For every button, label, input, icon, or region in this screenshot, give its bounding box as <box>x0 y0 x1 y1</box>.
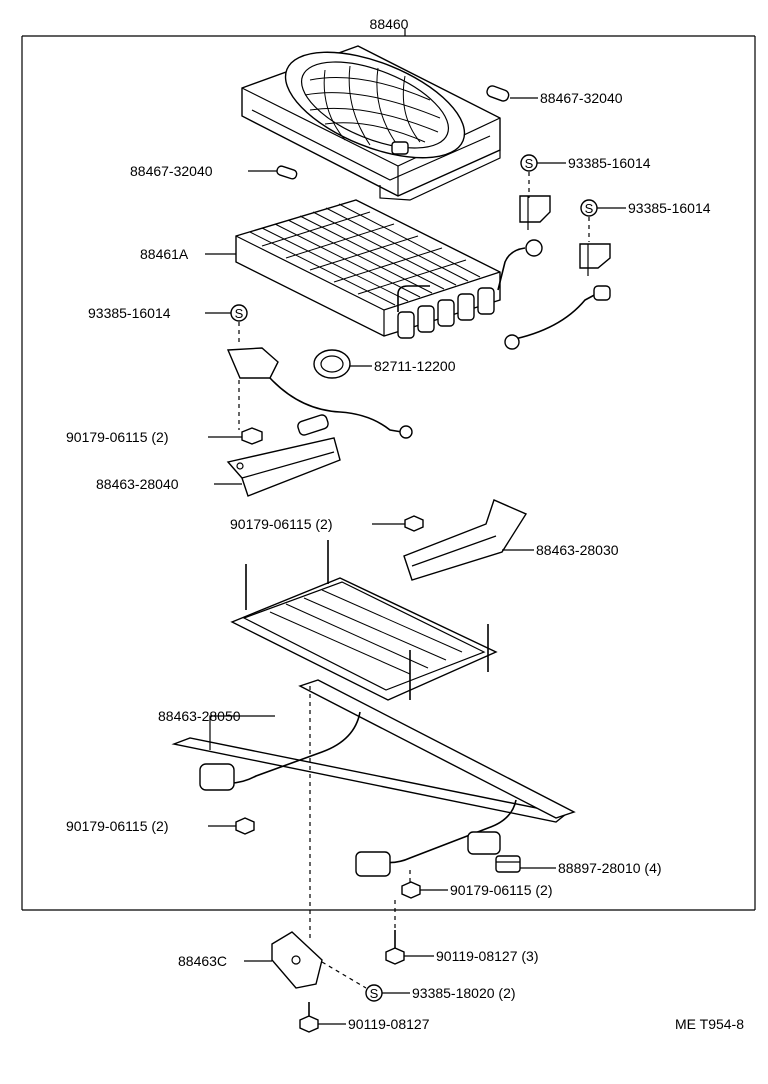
label-9: 88463-28040 <box>96 476 179 492</box>
nut-icon-3 <box>235 817 255 835</box>
label-19: 90119-08127 <box>348 1016 430 1032</box>
nut-icon-4 <box>401 881 421 899</box>
bracket-88463c <box>271 931 323 989</box>
diagram-code: ME T954-8 <box>675 1016 744 1032</box>
svg-text:S: S <box>585 201 594 216</box>
label-12: 88463-28050 <box>158 708 241 724</box>
thermistor-clip-far <box>579 243 611 276</box>
hose-clamp <box>313 349 351 379</box>
fan-grille-icon <box>304 65 441 147</box>
label-5: 88461A <box>140 246 189 262</box>
s-marker-icon-4: S <box>365 984 383 1002</box>
drain-pan <box>230 540 498 701</box>
bracket-left <box>226 437 341 497</box>
evaporator-core <box>235 199 543 339</box>
nut-icon-1 <box>241 427 263 445</box>
label-14: 88897-28010 (4) <box>558 860 662 876</box>
label-13: 90179-06115 (2) <box>66 818 168 834</box>
label-3: 93385-16014 <box>568 155 651 171</box>
nut-icon-2 <box>404 515 424 532</box>
fan-housing <box>241 45 501 201</box>
mounting-frame <box>171 679 576 877</box>
thermistor-clip-right <box>519 195 551 230</box>
svg-text:S: S <box>235 306 244 321</box>
cushion-pad-left <box>276 165 298 180</box>
assembly-frame <box>21 29 756 911</box>
label-7: 82711-12200 <box>374 358 456 374</box>
label-17: 88463C <box>178 953 227 969</box>
label-11: 88463-28030 <box>536 542 619 558</box>
label-4: 93385-16014 <box>628 200 711 216</box>
label-2: 88467-32040 <box>130 163 213 179</box>
cushion-pad-right <box>486 85 510 102</box>
label-15: 90179-06115 (2) <box>450 882 552 898</box>
label-10: 90179-06115 (2) <box>230 516 332 532</box>
label-top: 88460 <box>370 16 409 32</box>
evaporator-tubes <box>397 247 526 339</box>
label-8: 90179-06115 (2) <box>66 429 168 445</box>
svg-text:S: S <box>525 156 534 171</box>
bolt-icon-1 <box>385 930 405 965</box>
label-16: 90119-08127 (3) <box>436 948 538 964</box>
label-1: 88467-32040 <box>540 90 623 106</box>
label-18: 93385-18020 (2) <box>412 985 516 1001</box>
leader-lines <box>205 97 626 1025</box>
bracket-right <box>403 499 528 581</box>
label-6: 93385-16014 <box>88 305 171 321</box>
s-marker-icon-1: S <box>520 154 538 172</box>
evaporator-fins <box>249 203 481 306</box>
alignment-lines <box>238 172 590 989</box>
bolt-icon-2 <box>299 1002 319 1033</box>
rubber-mount <box>495 855 521 873</box>
wire-harness-left <box>226 347 413 439</box>
svg-text:S: S <box>370 986 379 1001</box>
wire-harness-right <box>504 285 611 350</box>
s-marker-icon-2: S <box>580 199 598 217</box>
s-marker-icon-3: S <box>230 304 248 322</box>
